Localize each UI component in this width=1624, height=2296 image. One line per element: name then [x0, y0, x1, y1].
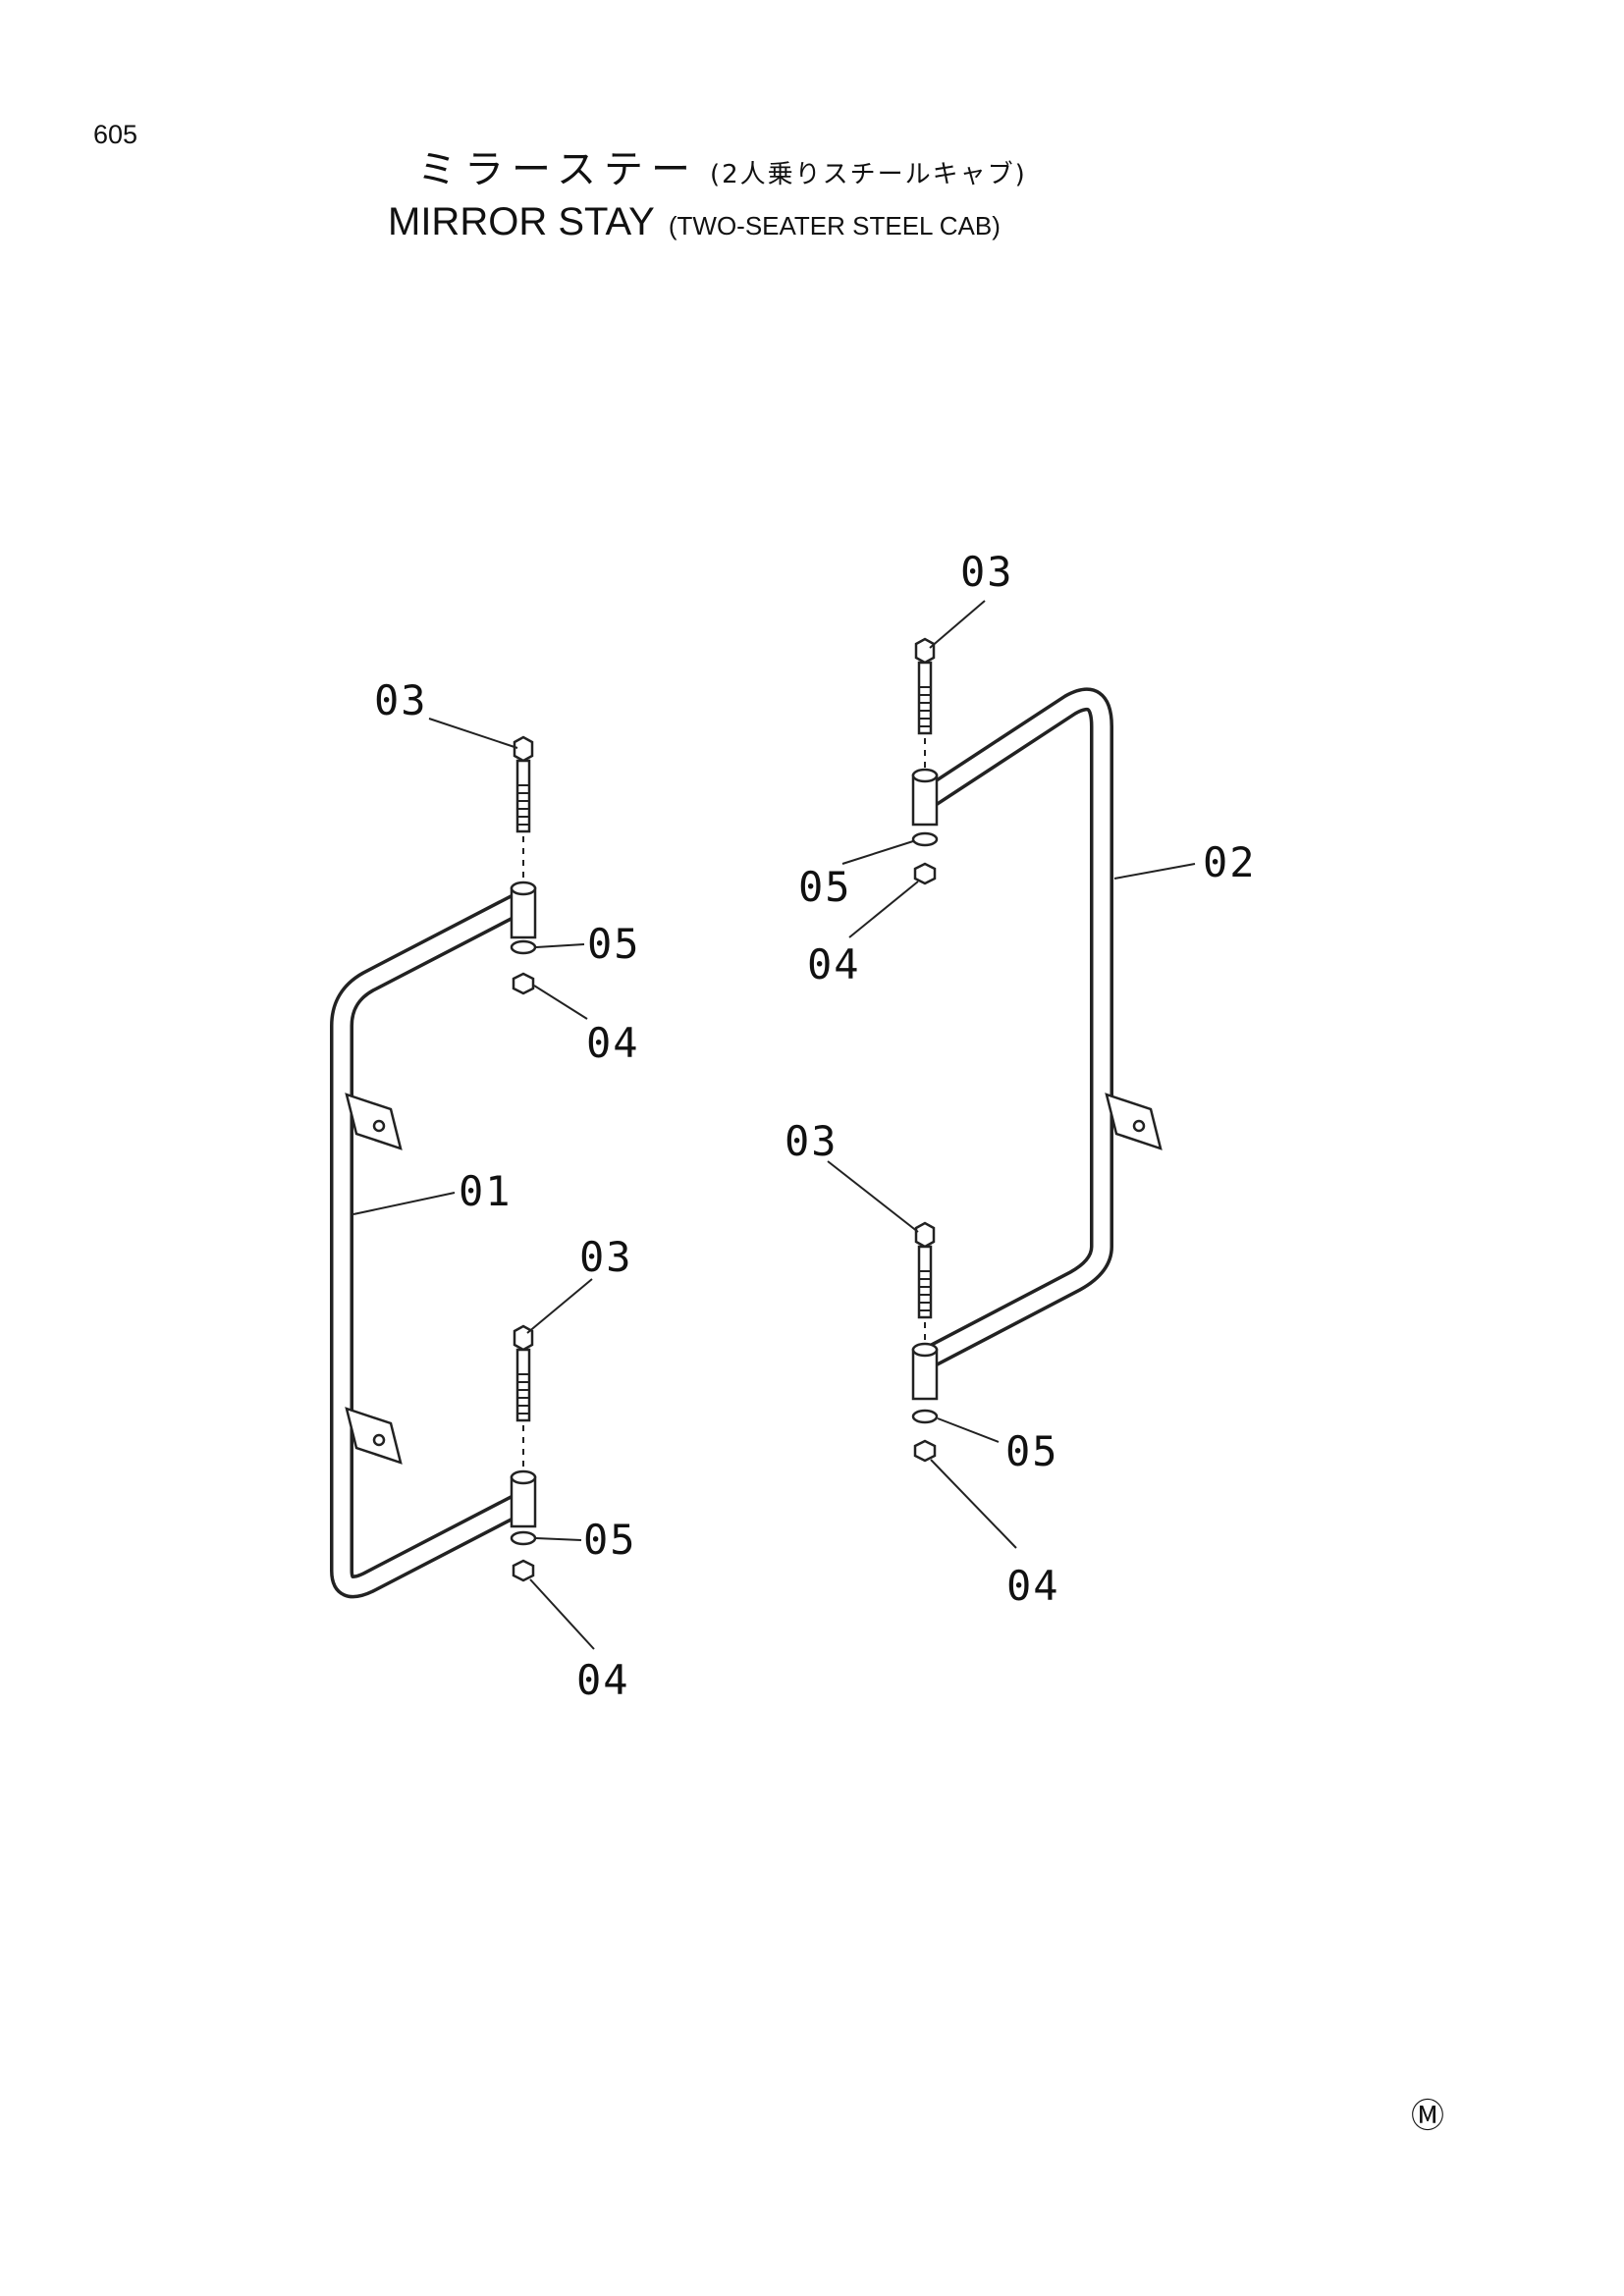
callout-03-left-top: 03	[374, 676, 428, 724]
callout-04-right-top: 04	[807, 940, 861, 988]
leader-05a	[535, 943, 585, 948]
leader-03c	[929, 600, 986, 649]
callout-03-left-bottom: 03	[579, 1233, 633, 1281]
leader-04b	[529, 1578, 595, 1650]
leader-04a	[533, 985, 588, 1020]
callout-05-right-top: 05	[798, 863, 852, 911]
callout-02: 02	[1203, 838, 1257, 886]
mirror-stay-01	[330, 881, 537, 1599]
bolt-03-left-bottom	[513, 1324, 534, 1470]
mirror-stay-02	[911, 687, 1163, 1401]
callout-05-left-top: 05	[587, 920, 641, 968]
bolt-03-right-top	[914, 637, 936, 769]
callout-03-right-top: 03	[960, 548, 1014, 596]
callout-04-right-bottom: 04	[1006, 1562, 1060, 1610]
washer-05-right-top	[911, 831, 939, 847]
callout-03-right-bottom: 03	[785, 1117, 839, 1165]
leader-05d	[937, 1417, 1000, 1443]
title-en-main: MIRROR STAY	[388, 200, 655, 243]
leader-05c	[841, 840, 914, 865]
leader-01	[352, 1192, 456, 1215]
nut-04-left-top	[512, 972, 535, 995]
callout-04-left-top: 04	[586, 1019, 640, 1067]
callout-05-right-bottom: 05	[1005, 1427, 1059, 1475]
leader-04d	[930, 1459, 1017, 1549]
leader-03a	[428, 718, 518, 749]
bolt-03-left-top	[513, 735, 534, 881]
leader-03d	[827, 1160, 919, 1233]
leader-05b	[535, 1537, 582, 1541]
title-jp-main: ミラーステー	[417, 147, 698, 192]
m-mark-symbol: Ⓜ	[1411, 2097, 1444, 2136]
subtitle-english: (TWO-SEATER STEEL CAB)	[668, 211, 1001, 240]
subtitle-japanese: (2人乗りスチールキャブ)	[710, 160, 1027, 189]
washer-05-right-bottom	[911, 1409, 939, 1424]
nut-04-right-top	[913, 862, 937, 885]
title-english: MIRROR STAY (TWO-SEATER STEEL CAB)	[388, 200, 1001, 244]
leader-04c	[848, 881, 919, 938]
title-japanese: ミラーステー (2人乗りスチールキャブ)	[417, 137, 1027, 194]
page-number: 605	[93, 120, 138, 149]
bolt-03-right-bottom	[914, 1221, 936, 1343]
leader-03b	[526, 1278, 593, 1334]
leader-02	[1113, 863, 1196, 880]
callout-01: 01	[459, 1167, 513, 1215]
callout-04-left-bottom: 04	[576, 1656, 630, 1704]
callout-05-left-bottom: 05	[583, 1516, 637, 1564]
nut-04-right-bottom	[913, 1439, 937, 1463]
nut-04-left-bottom	[512, 1559, 535, 1582]
washer-05-left-bottom	[510, 1530, 537, 1546]
washer-05-left-top	[510, 939, 537, 955]
